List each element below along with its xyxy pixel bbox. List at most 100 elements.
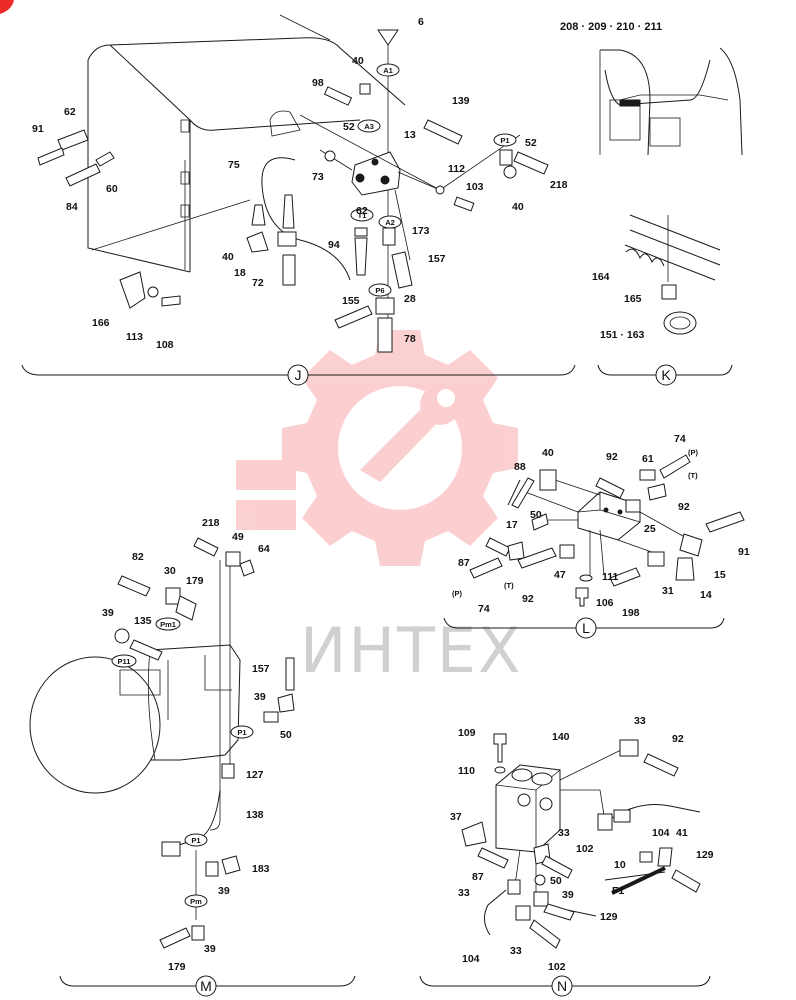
label: 40	[542, 447, 554, 459]
label: 40	[512, 201, 524, 213]
label: 140	[552, 731, 570, 743]
label: 33	[558, 827, 570, 839]
label: 165	[624, 293, 642, 305]
label: 62	[64, 106, 76, 118]
label: 104	[462, 953, 480, 965]
section-label-m: M	[200, 978, 212, 994]
label: 62	[356, 205, 368, 217]
label: 91	[32, 123, 44, 135]
label: 40	[352, 55, 364, 67]
label: 39	[254, 691, 266, 703]
label: 92	[678, 501, 690, 513]
label: 151 · 163	[600, 329, 645, 341]
corner-tab	[0, 0, 14, 14]
label: 50	[530, 509, 542, 521]
section-j-bubbles: A1 A3 P1 T1 A2 P6	[350, 63, 517, 297]
bubble-p1-lower: P1	[191, 836, 200, 845]
label: 198	[622, 607, 640, 619]
label: 92	[606, 451, 618, 463]
label: 102	[548, 961, 566, 973]
label: 103	[466, 181, 484, 193]
bubble-p: (P)	[452, 589, 463, 598]
label: 87	[458, 557, 470, 569]
label: 84	[66, 201, 78, 213]
section-label-k: K	[661, 367, 671, 383]
label: 129	[696, 849, 714, 861]
label: 104	[652, 827, 670, 839]
label: 39	[562, 889, 574, 901]
label: 98	[312, 77, 324, 89]
label: 111	[602, 571, 619, 583]
watermark-brand-text: ИНТЕХ	[300, 614, 523, 687]
bubble-p6: P6	[375, 286, 384, 295]
label: 50	[550, 875, 562, 887]
label: 110	[458, 765, 475, 777]
label: 33	[510, 945, 522, 957]
bubble-t1: T1	[358, 211, 367, 220]
model-codes: 208 · 209 · 210 · 211	[560, 21, 662, 33]
bubble-pm1: Pm1	[160, 620, 176, 629]
label: 14	[700, 589, 712, 601]
label: 88	[514, 461, 526, 473]
label: 15	[714, 569, 726, 581]
bubble-t: (T)	[688, 471, 698, 480]
label: 39	[204, 943, 216, 955]
bubble-t: (T)	[504, 581, 514, 590]
label: 74	[478, 603, 490, 615]
label: 40	[222, 251, 234, 263]
label: 109	[458, 727, 476, 739]
section-l-drawing: (P) (T) (P) (T) 74 40 92 88 61 92 25 50 …	[443, 433, 750, 639]
bubble-a1: A1	[383, 66, 393, 75]
label: 41	[676, 827, 688, 839]
label: 218	[202, 517, 220, 529]
label: 39	[102, 607, 114, 619]
bubble-p1: P1	[237, 728, 246, 737]
label: 17	[506, 519, 518, 531]
label: 10	[614, 859, 626, 871]
label: 28	[404, 293, 416, 305]
label: 52	[343, 121, 355, 133]
label: 74	[674, 433, 686, 445]
label: 108	[156, 339, 174, 351]
label: 31	[662, 585, 674, 597]
label: 166	[92, 317, 110, 329]
label: 157	[428, 253, 446, 265]
section-label-n: N	[557, 978, 567, 994]
label: 13	[404, 129, 416, 141]
section-label-j: J	[295, 367, 302, 383]
label: 39	[218, 885, 230, 897]
label: 72	[252, 277, 264, 289]
bubble-a2: A2	[385, 218, 395, 227]
section-j-drawing: A1 A3 P1 T1 A2 P6 6 40 98 139 52 13 62 9…	[21, 14, 576, 386]
label: 173	[412, 225, 430, 237]
watermark-logo	[236, 330, 518, 566]
label: 91	[738, 546, 750, 558]
label: 49	[232, 531, 244, 543]
label: 30	[164, 565, 176, 577]
label: 106	[596, 597, 614, 609]
bubble-p11: P11	[118, 657, 131, 666]
label: 33	[634, 715, 646, 727]
label: 102	[576, 843, 594, 855]
section-label-l: L	[582, 620, 590, 636]
bubble-p1: P1	[500, 136, 509, 145]
label: 78	[404, 333, 416, 345]
label: 18	[234, 267, 246, 279]
label: 139	[452, 95, 470, 107]
label: 164	[592, 271, 610, 283]
label: 6	[418, 16, 424, 28]
label: 112	[448, 163, 465, 175]
label: 82	[132, 551, 144, 563]
label: 25	[644, 523, 656, 535]
label: 60	[106, 183, 118, 195]
section-j-labels: 6 40 98 139 52 13 62 91 52 73 218 60 112…	[32, 16, 568, 351]
label: 64	[258, 543, 270, 555]
label: 47	[554, 569, 566, 581]
section-n-drawing: F1 109 140 33 92 110 37 33 104 41 102 10…	[419, 715, 714, 997]
label: 179	[186, 575, 204, 587]
label: 50	[280, 729, 292, 741]
label: 61	[642, 453, 654, 465]
label: 155	[342, 295, 360, 307]
label: 179	[168, 961, 186, 973]
